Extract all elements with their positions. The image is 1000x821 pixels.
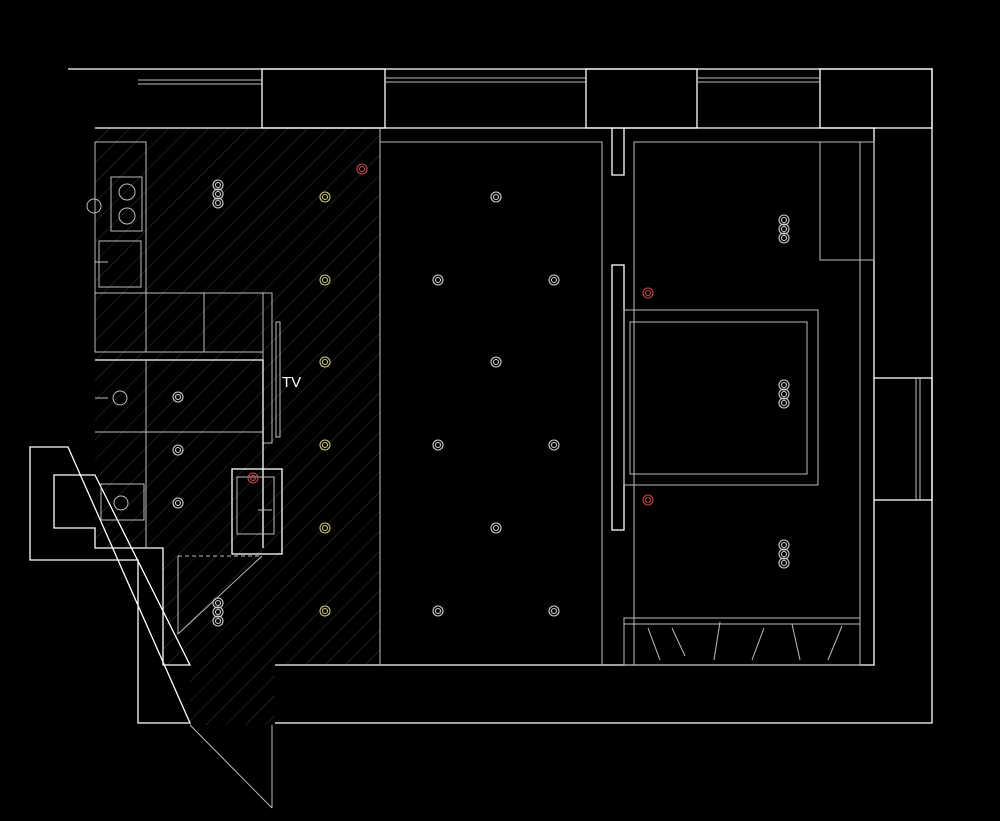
triple-light-icon <box>212 606 224 618</box>
triple-light-icon-inner <box>780 390 788 398</box>
emergency-light-icon <box>642 494 654 506</box>
downlight-icon <box>432 274 444 286</box>
triple-light-icon <box>778 557 790 569</box>
spotlight-icon <box>319 274 331 286</box>
triple-light-icon-inner <box>780 559 788 567</box>
triple-light-icon <box>778 397 790 409</box>
triple-light-icon-inner <box>780 550 788 558</box>
spotlight-icon <box>319 439 331 451</box>
wardrobe-doors <box>647 621 843 661</box>
downlight-icon-inner <box>492 524 500 532</box>
downlight-icon-inner <box>174 499 182 507</box>
triple-light-icon-inner <box>214 190 222 198</box>
triple-light-icon <box>212 597 224 609</box>
triple-light-icon <box>778 214 790 226</box>
downlight-icon <box>172 497 184 509</box>
downlight-icon <box>548 605 560 617</box>
emergency-light-icon <box>247 472 259 484</box>
spotlight-icon-inner <box>321 193 329 201</box>
emergency-light-icon <box>642 287 654 299</box>
triple-light-icon <box>778 539 790 551</box>
spotlight-icon-inner <box>321 276 329 284</box>
downlight-icon <box>548 439 560 451</box>
kitchen-counter <box>86 141 281 444</box>
triple-light-icon <box>778 232 790 244</box>
triple-light-icon <box>778 548 790 560</box>
triple-light-icon-inner <box>780 381 788 389</box>
downlight-icon <box>172 391 184 403</box>
spotlight-icon-inner <box>321 358 329 366</box>
triple-light-icon-inner <box>214 608 222 616</box>
emergency-light-icon-inner <box>249 474 257 482</box>
spotlight-icon-inner <box>321 607 329 615</box>
spotlight-icon <box>319 605 331 617</box>
downlight-icon-inner <box>550 441 558 449</box>
downlight-icon-inner <box>550 276 558 284</box>
triple-light-icon-inner <box>780 399 788 407</box>
downlight-icon <box>432 439 444 451</box>
downlight-icon-inner <box>434 441 442 449</box>
triple-light-icon-inner <box>780 234 788 242</box>
ceiling-lights <box>172 163 790 627</box>
downlight-icon <box>490 356 502 368</box>
triple-light-icon-inner <box>214 617 222 625</box>
tv-label: TV <box>282 374 301 391</box>
downlight-icon-inner <box>492 358 500 366</box>
downlight-icon <box>432 605 444 617</box>
triple-light-icon-inner <box>780 216 788 224</box>
partitions <box>379 128 875 666</box>
triple-light-icon <box>778 379 790 391</box>
triple-light-icon <box>212 179 224 191</box>
triple-light-icon-inner <box>214 199 222 207</box>
triple-light-icon-inner <box>214 181 222 189</box>
spotlight-icon <box>319 522 331 534</box>
triple-light-icon <box>212 197 224 209</box>
emergency-light-icon <box>356 163 368 175</box>
entrance-door <box>177 555 273 809</box>
downlight-icon-inner <box>492 193 500 201</box>
downlight-icon-inner <box>550 607 558 615</box>
downlight-icon <box>490 191 502 203</box>
downlight-icon-inner <box>174 446 182 454</box>
hatched-zone <box>95 128 380 725</box>
emergency-light-icon-inner <box>644 496 652 504</box>
downlight-icon-inner <box>434 607 442 615</box>
downlight-icon-inner <box>434 276 442 284</box>
triple-light-icon-inner <box>214 599 222 607</box>
triple-light-icon <box>212 188 224 200</box>
windows <box>138 77 933 501</box>
emergency-light-icon-inner <box>644 289 652 297</box>
triple-light-icon <box>212 615 224 627</box>
emergency-light-icon-inner <box>358 165 366 173</box>
triple-light-icon <box>778 223 790 235</box>
downlight-icon-inner <box>174 393 182 401</box>
bed <box>623 309 819 486</box>
spotlight-icon <box>319 356 331 368</box>
triple-light-icon-inner <box>780 541 788 549</box>
spotlight-icon <box>319 191 331 203</box>
spotlight-icon-inner <box>321 524 329 532</box>
downlight-icon <box>548 274 560 286</box>
spotlight-icon-inner <box>321 441 329 449</box>
triple-light-icon <box>778 388 790 400</box>
downlight-icon <box>172 444 184 456</box>
downlight-icon <box>490 522 502 534</box>
wall-piers <box>261 68 933 129</box>
triple-light-icon-inner <box>780 225 788 233</box>
